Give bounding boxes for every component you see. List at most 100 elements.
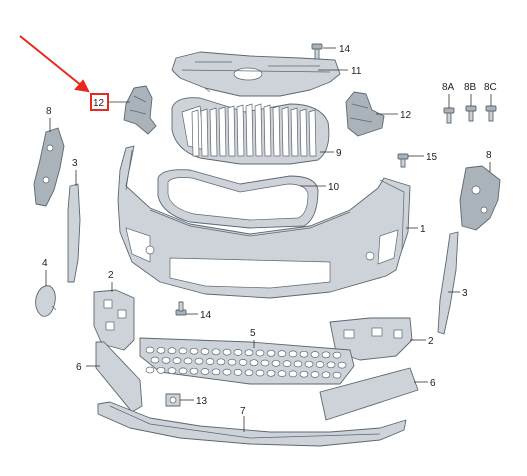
mesh-cell bbox=[266, 349, 276, 357]
mesh-cell bbox=[233, 369, 243, 376]
part-14-screw-lower[interactable] bbox=[175, 301, 187, 316]
part-9-radiator-grille[interactable] bbox=[171, 97, 330, 165]
mesh-cell bbox=[183, 357, 193, 365]
label-4: 4 bbox=[42, 258, 48, 269]
mesh-cell bbox=[194, 357, 204, 365]
mesh-cell bbox=[145, 346, 155, 354]
part-2-mount-left[interactable] bbox=[93, 289, 135, 351]
label-10: 10 bbox=[328, 182, 340, 193]
mesh-cell bbox=[299, 370, 309, 378]
label-6-right: 6 bbox=[430, 378, 436, 389]
part-12-bracket-right[interactable] bbox=[345, 91, 385, 137]
part-3-guide-left[interactable] bbox=[67, 183, 81, 283]
mesh-cell bbox=[216, 358, 226, 366]
grille-slat bbox=[245, 103, 254, 157]
mesh-cell bbox=[321, 371, 331, 379]
part-15-screw[interactable] bbox=[397, 153, 409, 168]
grille-slat bbox=[227, 105, 236, 157]
part-5-lower-grille[interactable] bbox=[139, 337, 355, 385]
part-8B-screw[interactable] bbox=[465, 105, 477, 122]
label-8-right: 8 bbox=[486, 150, 492, 161]
label-7: 7 bbox=[240, 406, 246, 417]
label-3-left: 3 bbox=[72, 158, 78, 169]
mesh-cell bbox=[337, 361, 347, 369]
mesh-cell bbox=[172, 357, 182, 364]
grille-slat bbox=[281, 106, 290, 157]
part-6-trim-left[interactable] bbox=[95, 341, 143, 413]
part-7-spoiler-lip[interactable] bbox=[97, 401, 407, 447]
label-12-left: 12 bbox=[93, 98, 105, 109]
part-6-trim-right[interactable] bbox=[319, 367, 419, 421]
grille-slat bbox=[218, 106, 227, 157]
mesh-cell bbox=[255, 369, 265, 377]
part-8-bracket-right[interactable] bbox=[459, 165, 501, 231]
mesh-cell bbox=[288, 370, 298, 378]
label-15: 15 bbox=[426, 152, 438, 163]
part-1-bumper-cover[interactable] bbox=[117, 145, 411, 299]
mesh-cell bbox=[244, 349, 254, 357]
mesh-cell bbox=[304, 360, 314, 368]
part-12-bracket-left[interactable] bbox=[123, 85, 157, 135]
mesh-cell bbox=[200, 348, 210, 355]
grille-slat bbox=[263, 104, 272, 157]
mesh-cell bbox=[211, 348, 221, 356]
mesh-cell bbox=[238, 359, 248, 366]
mesh-cell bbox=[233, 349, 243, 356]
mesh-cell bbox=[321, 351, 331, 359]
mesh-cell bbox=[161, 356, 171, 364]
label-12-right: 12 bbox=[400, 110, 412, 121]
mesh-cell bbox=[189, 367, 199, 375]
label-6-left: 6 bbox=[76, 362, 82, 373]
label-1: 1 bbox=[420, 224, 426, 235]
mesh-cell bbox=[189, 347, 199, 355]
part-labels: 14 11 12 12 9 15 10 1 8 8 3 3 4 2 2 14 5… bbox=[42, 44, 497, 417]
mesh-cell bbox=[211, 368, 221, 376]
mesh-cell bbox=[332, 351, 342, 359]
mesh-cell bbox=[266, 369, 276, 377]
mesh-cell bbox=[178, 367, 188, 375]
mesh-cell bbox=[260, 359, 270, 367]
mesh-cell bbox=[227, 358, 237, 366]
mesh-cell bbox=[271, 359, 281, 367]
label-11: 11 bbox=[351, 66, 362, 77]
mesh-cell bbox=[277, 350, 287, 357]
label-14-top: 14 bbox=[339, 44, 351, 55]
mesh-cell bbox=[156, 366, 166, 374]
mesh-cell bbox=[293, 360, 303, 368]
grille-slat bbox=[209, 107, 218, 157]
part-8A-screw[interactable] bbox=[443, 107, 455, 124]
label-2-right: 2 bbox=[428, 336, 434, 347]
part-3-guide-right[interactable] bbox=[437, 231, 459, 335]
mesh-cell bbox=[277, 370, 287, 377]
label-8B: 8B bbox=[464, 82, 477, 93]
mesh-cell bbox=[178, 347, 188, 355]
part-4-tow-hook-cover[interactable] bbox=[35, 285, 57, 317]
leader-lines bbox=[45, 47, 492, 432]
part-14-screw-top[interactable] bbox=[311, 43, 323, 60]
label-3-right: 3 bbox=[462, 288, 468, 299]
grille-slat bbox=[299, 108, 308, 157]
part-2-mount-right[interactable] bbox=[329, 317, 413, 361]
mesh-cell bbox=[288, 350, 298, 358]
part-11-upper-cover[interactable] bbox=[171, 51, 341, 97]
grille-slat bbox=[200, 108, 209, 157]
part-8-bracket-left[interactable] bbox=[33, 127, 65, 207]
part-10-grille-frame[interactable] bbox=[157, 169, 319, 229]
mesh-cell bbox=[156, 346, 166, 354]
grille-slat bbox=[272, 105, 281, 157]
grille-slat bbox=[254, 103, 263, 157]
part-8C-screw[interactable] bbox=[485, 105, 497, 122]
part-13-clip[interactable] bbox=[165, 393, 181, 407]
mesh-cell bbox=[255, 349, 265, 357]
grille-slat bbox=[308, 109, 317, 157]
mesh-cell bbox=[200, 368, 210, 375]
mesh-cell bbox=[310, 371, 320, 378]
mesh-cell bbox=[332, 371, 342, 379]
label-2-left: 2 bbox=[108, 270, 114, 281]
mesh-cell bbox=[167, 347, 177, 354]
mesh-cell bbox=[244, 369, 254, 377]
grille-slat bbox=[290, 107, 299, 157]
label-8A: 8A bbox=[442, 82, 455, 93]
